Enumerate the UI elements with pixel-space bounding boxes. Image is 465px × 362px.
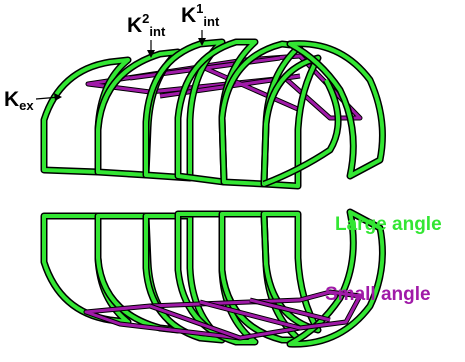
k-int2-subscript: int [149, 24, 166, 39]
k-int2-main: K [127, 14, 142, 37]
k-int2-superscript: 2 [142, 11, 149, 26]
svg-text:K2int: K2int [127, 11, 166, 39]
k-int1-main: K [181, 4, 196, 27]
large-angle-label: Large angle [335, 214, 442, 235]
k-ex-subscript: ex [19, 98, 34, 113]
k-ex-label: Kex [4, 88, 34, 113]
k-int1-superscript: 1 [196, 1, 203, 16]
k-int2-label: K2int [127, 11, 166, 39]
large-angle-assembly [44, 42, 382, 186]
small-angle-assembly [44, 212, 382, 344]
svg-text:K1int: K1int [181, 1, 220, 29]
k-int1-label: K1int [181, 1, 220, 29]
k-ex-main: K [4, 88, 19, 111]
svg-text:Kex: Kex [4, 88, 34, 113]
k-int1-subscript: int [203, 14, 220, 29]
small-angle-label: Small angle [325, 284, 431, 305]
